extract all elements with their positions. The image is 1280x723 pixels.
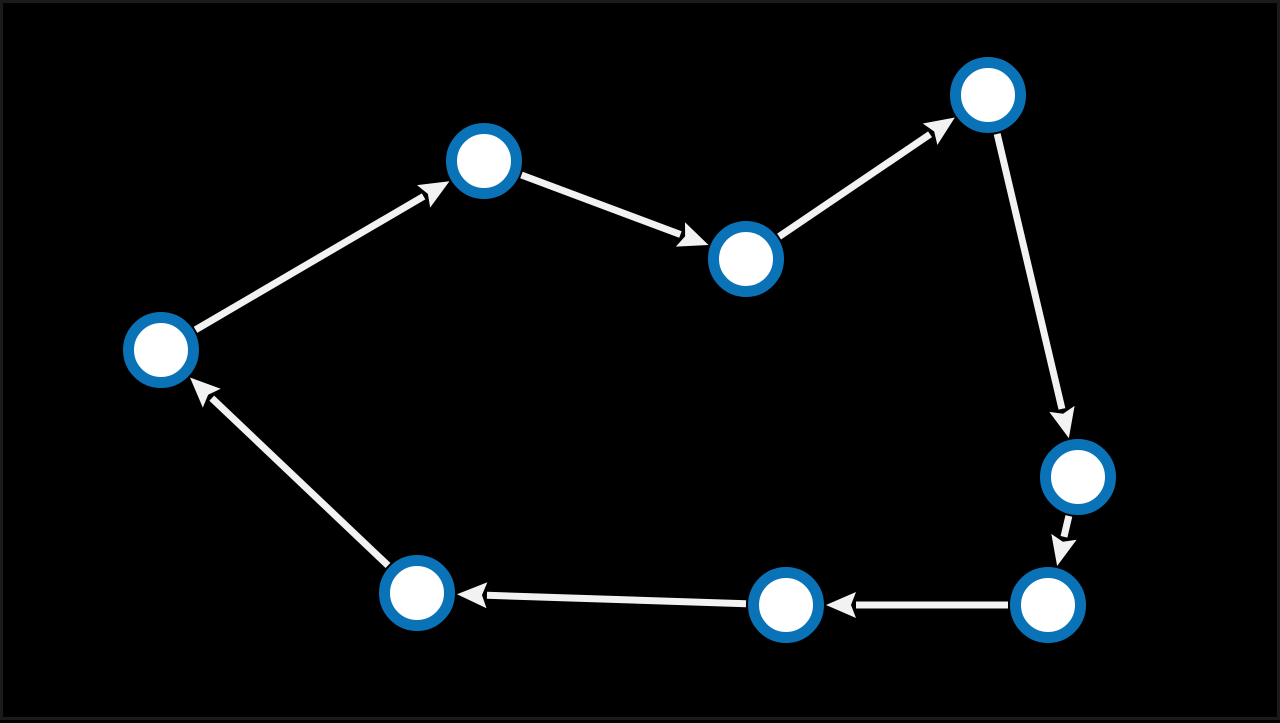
- graph-node[interactable]: [950, 57, 1026, 133]
- edge-arrowhead-icon: [675, 222, 709, 247]
- edge-line: [486, 591, 747, 608]
- graph-node[interactable]: [123, 312, 199, 388]
- graph-edge[interactable]: [190, 377, 391, 568]
- graph-edge[interactable]: [1051, 515, 1077, 567]
- edge-arrowhead-icon: [190, 377, 221, 408]
- edge-line: [777, 131, 933, 240]
- edge-arrowhead-icon: [1051, 533, 1077, 567]
- graph-edge[interactable]: [520, 171, 709, 247]
- edge-arrowhead-icon: [456, 582, 488, 609]
- graph-node[interactable]: [1010, 567, 1086, 643]
- node-ring: [1010, 567, 1086, 643]
- graph-node[interactable]: [708, 221, 784, 297]
- edge-line: [193, 193, 426, 333]
- graph-edge[interactable]: [993, 133, 1075, 439]
- graph-node[interactable]: [446, 123, 522, 199]
- edge-arrowhead-icon: [417, 181, 450, 208]
- graph-edge[interactable]: [193, 181, 450, 333]
- graph-svg: [123, 57, 1116, 643]
- node-ring: [708, 221, 784, 297]
- edges-layer: [190, 117, 1077, 618]
- graph-node[interactable]: [379, 555, 455, 631]
- edge-arrowhead-icon: [1049, 405, 1075, 439]
- graph-edge[interactable]: [456, 582, 747, 609]
- edge-line: [209, 395, 391, 568]
- graph-node[interactable]: [1040, 439, 1116, 515]
- graph-edge[interactable]: [777, 117, 955, 240]
- graph-node[interactable]: [748, 567, 824, 643]
- edge-line: [520, 171, 682, 238]
- node-ring: [379, 555, 455, 631]
- node-ring: [748, 567, 824, 643]
- edge-arrowhead-icon: [826, 592, 856, 618]
- graph-edge[interactable]: [826, 592, 1008, 618]
- nodes-layer: [123, 57, 1116, 643]
- node-ring: [446, 123, 522, 199]
- edge-arrowhead-icon: [922, 117, 955, 146]
- node-ring: [1040, 439, 1116, 515]
- edge-line: [993, 133, 1066, 410]
- node-ring: [950, 57, 1026, 133]
- node-ring: [123, 312, 199, 388]
- edge-line: [1060, 515, 1073, 538]
